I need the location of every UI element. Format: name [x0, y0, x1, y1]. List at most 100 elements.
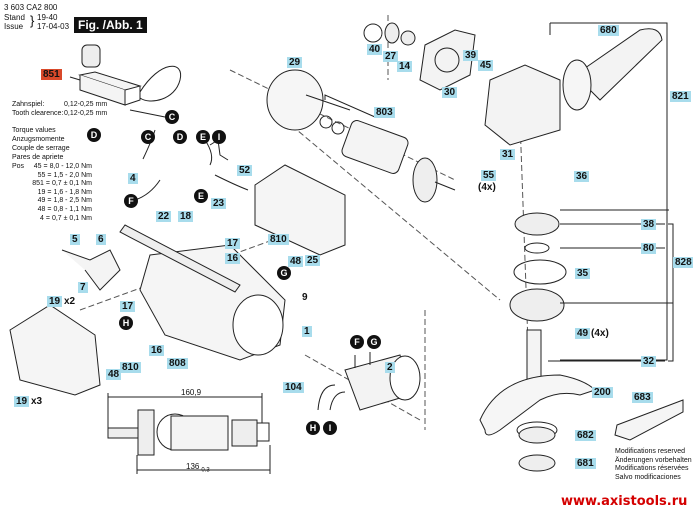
torque-value: 1,8 - 2,5 Nm [53, 197, 92, 205]
part-label-35[interactable]: 35 [575, 268, 591, 279]
modifications-de: Änderungen vorbehalten [615, 456, 692, 464]
modifications-es: Salvo modificaciones [615, 473, 681, 481]
connector-i-top: I [212, 130, 226, 144]
part-label-17-left[interactable]: 17 [120, 301, 136, 312]
part-label-4[interactable]: 4 [128, 173, 138, 184]
part-label-851[interactable]: 851 [41, 69, 62, 80]
part-label-828[interactable]: 828 [673, 257, 693, 268]
part-label-200[interactable]: 200 [592, 387, 613, 398]
part-label-45[interactable]: 45 [478, 60, 494, 71]
modifications-fr: Modifications réservées [615, 465, 689, 473]
torque-table: 45=8,0 - 12,0 Nm 55=1,5 - 2,0 Nm 851=0,7… [26, 163, 92, 223]
part-label-38[interactable]: 38 [641, 219, 657, 230]
part-label-19-bottom[interactable]: 19 [14, 396, 30, 407]
part-label-55[interactable]: 55 [481, 170, 497, 181]
bracket-icon: } [30, 13, 35, 28]
part-label-6[interactable]: 6 [96, 234, 106, 245]
part-label-30[interactable]: 30 [442, 87, 458, 98]
part-label-25[interactable]: 25 [305, 255, 321, 266]
part-label-48-right[interactable]: 48 [288, 256, 304, 267]
part-label-49[interactable]: 49 [575, 328, 591, 339]
connector-h-brush: H [119, 316, 133, 330]
torque-row: 19=1,6 - 1,8 Nm [26, 189, 92, 198]
cable-guard-6-shape [61, 249, 121, 291]
qty-19-bottom: x3 [31, 396, 43, 407]
bearing-flange-828-shape [509, 288, 565, 322]
part-label-29[interactable]: 29 [287, 57, 303, 68]
switch-bar-22-shape [119, 224, 241, 293]
part-label-48-left[interactable]: 48 [106, 369, 122, 380]
part-label-681[interactable]: 681 [575, 458, 596, 469]
part-label-36[interactable]: 36 [574, 171, 590, 182]
switch-module-851-shape [69, 44, 182, 119]
issue-value: 17-04-03 [37, 22, 70, 31]
part-label-32[interactable]: 32 [641, 356, 657, 367]
torque-pos: 19 [37, 188, 46, 196]
part-number: 3 603 CA2 800 [4, 3, 58, 12]
connector-e-switch: E [194, 189, 208, 203]
part-label-682[interactable]: 682 [575, 430, 596, 441]
tooth-clearance-label-en: Tooth clearence: [12, 110, 64, 117]
figure-title: Fig. /Abb. 1 [74, 17, 147, 33]
part-label-9[interactable]: 9 [302, 292, 308, 303]
part-label-810-left[interactable]: 810 [120, 362, 141, 373]
part-label-22[interactable]: 22 [156, 211, 172, 222]
part-label-39[interactable]: 39 [463, 50, 479, 61]
torque-value: 8,0 - 12,0 Nm [49, 163, 92, 170]
connector-f-field: F [350, 335, 364, 349]
connector-e-top: E [196, 130, 210, 144]
torque-row: 4=0,7 ± 0,1 Nm [26, 215, 92, 224]
part-label-1[interactable]: 1 [302, 326, 312, 337]
part-label-27[interactable]: 27 [383, 51, 399, 62]
part-label-803[interactable]: 803 [374, 107, 395, 118]
part-label-810-right[interactable]: 810 [268, 234, 289, 245]
part-label-5[interactable]: 5 [70, 234, 80, 245]
part-label-2[interactable]: 2 [385, 362, 395, 373]
stand-value: 19-40 [37, 13, 58, 22]
rear-cover-shape [9, 304, 101, 396]
website-link[interactable]: www.axistools.ru [561, 494, 688, 509]
dimension-core-length: 136-0.3 [186, 462, 210, 474]
part-label-683[interactable]: 683 [632, 392, 653, 403]
part-label-7[interactable]: 7 [78, 282, 88, 293]
guard-200-shape [479, 374, 596, 436]
spanner-683-shape [614, 399, 684, 441]
part-label-18[interactable]: 18 [178, 211, 194, 222]
part-label-40[interactable]: 40 [367, 44, 383, 55]
part-label-31[interactable]: 31 [500, 149, 516, 160]
gear-housing-shape [484, 64, 561, 146]
part-label-104[interactable]: 104 [283, 382, 304, 393]
modifications-notice: Modifications reserved Änderungen vorbeh… [615, 448, 692, 482]
qty-49: (4x) [591, 328, 609, 339]
torque-pos: 851 [32, 180, 44, 188]
torque-pos: 45 [33, 163, 42, 170]
part-label-52[interactable]: 52 [237, 165, 253, 176]
part-label-16-right[interactable]: 16 [225, 253, 241, 264]
torque-heading-en: Torque values [12, 127, 56, 134]
torque-value: 1,5 - 2,0 Nm [53, 171, 92, 179]
armature-803-shape [319, 115, 456, 203]
part-label-808[interactable]: 808 [167, 358, 188, 369]
qty-55: (4x) [478, 182, 496, 193]
part-label-80[interactable]: 80 [641, 243, 657, 254]
tooth-clearance-value-de: 0,12-0,25 mm [64, 101, 108, 108]
flange-682-shape [518, 426, 556, 444]
torque-row: 49=1,8 - 2,5 Nm [26, 197, 92, 206]
part-label-821[interactable]: 821 [670, 91, 691, 102]
connector-c-switch: C [141, 130, 155, 144]
part-label-16-left[interactable]: 16 [149, 345, 165, 356]
part-label-17-right[interactable]: 17 [225, 238, 241, 249]
issue-label: Issue [4, 22, 24, 31]
motor-housing-25-shape [254, 164, 346, 256]
part-label-14[interactable]: 14 [397, 61, 413, 72]
torque-heading-es: Pares de apriete [12, 154, 64, 161]
part-label-680[interactable]: 680 [598, 25, 619, 36]
part-label-23[interactable]: 23 [211, 198, 227, 209]
armature-dimension-drawing [107, 393, 271, 474]
auxiliary-handle-680-shape [574, 28, 663, 101]
torque-heading-de: Anzugsmomente [12, 136, 65, 143]
part-label-19-top[interactable]: 19 [47, 296, 63, 307]
connector-i-field: I [323, 421, 337, 435]
nut-681-shape [518, 454, 556, 472]
